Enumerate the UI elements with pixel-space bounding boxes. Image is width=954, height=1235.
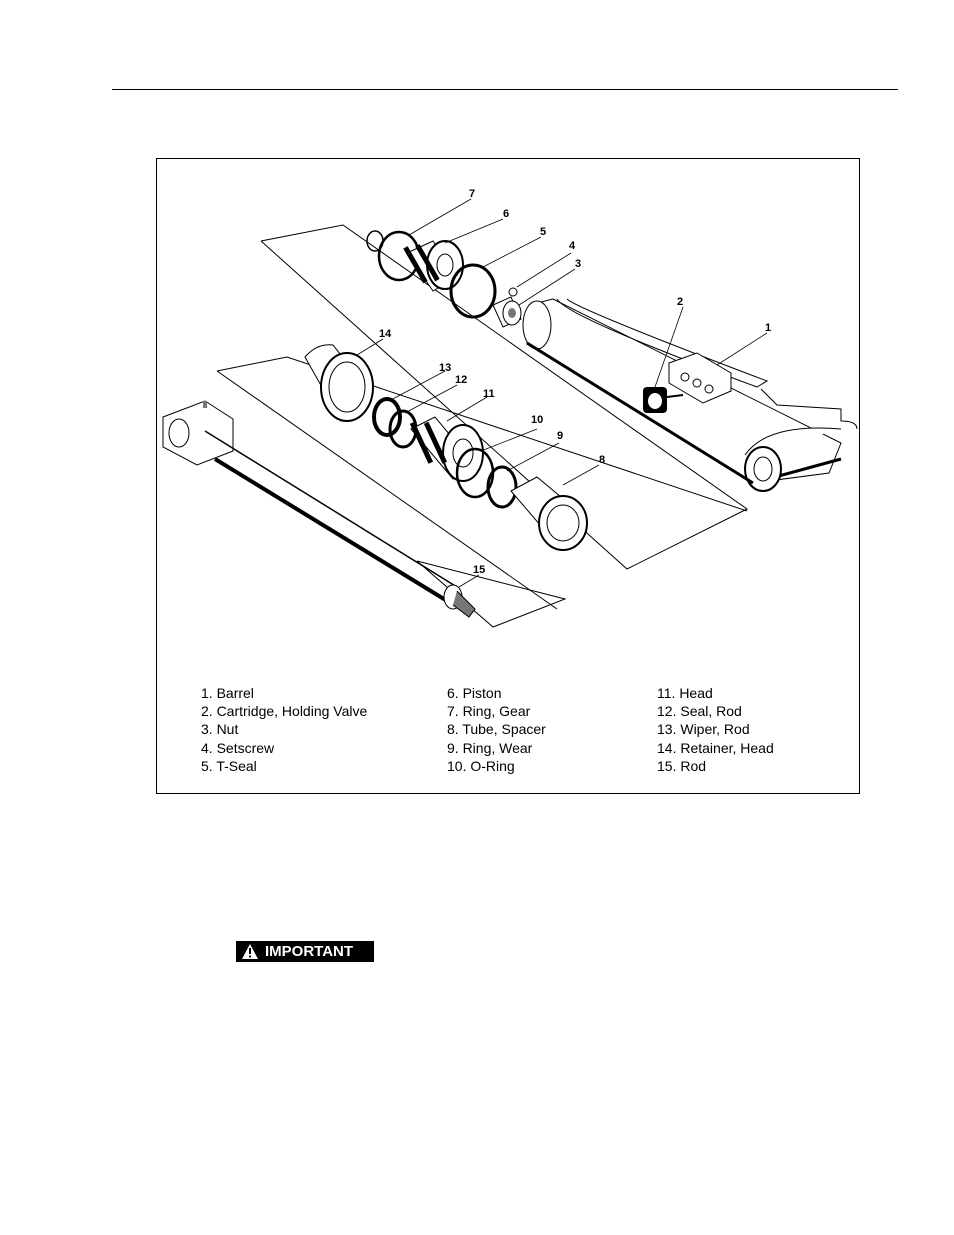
legend-item: 1. Barrel xyxy=(201,684,367,702)
legend-item: 4. Setscrew xyxy=(201,739,367,757)
callout-14: 14 xyxy=(379,328,392,340)
barrel-part xyxy=(523,299,857,491)
legend-item: 15. Rod xyxy=(657,757,774,775)
head-retainer-part xyxy=(305,345,373,421)
setscrew-part xyxy=(509,288,517,296)
callout-11: 11 xyxy=(483,388,495,400)
callout-6: 6 xyxy=(503,208,509,220)
legend-item: 6. Piston xyxy=(447,684,546,702)
piston-part xyxy=(403,241,463,291)
wiper-rod-part xyxy=(374,399,400,435)
callout-5: 5 xyxy=(540,226,546,238)
legend-column-1: 1. Barrel 2. Cartridge, Holding Valve 3.… xyxy=(201,684,367,775)
legend-item: 13. Wiper, Rod xyxy=(657,720,774,738)
legend-item: 14. Retainer, Head xyxy=(657,739,774,757)
callout-12: 12 xyxy=(455,374,467,386)
callout-9: 9 xyxy=(557,430,563,442)
important-label: IMPORTANT xyxy=(265,943,353,960)
legend-item: 2. Cartridge, Holding Valve xyxy=(201,702,367,720)
legend-item: 12. Seal, Rod xyxy=(657,702,774,720)
callout-15: 15 xyxy=(473,564,485,576)
callout-4: 4 xyxy=(569,240,576,252)
legend-column-3: 11. Head 12. Seal, Rod 13. Wiper, Rod 14… xyxy=(657,684,774,775)
t-seal-part xyxy=(451,265,495,317)
callout-7: 7 xyxy=(469,188,475,200)
callout-2: 2 xyxy=(677,296,683,308)
callout-3: 3 xyxy=(575,258,581,270)
legend-item: 5. T-Seal xyxy=(201,757,367,775)
legend-item: 7. Ring, Gear xyxy=(447,702,546,720)
legend-item: 9. Ring, Wear xyxy=(447,739,546,757)
callout-10: 10 xyxy=(531,414,543,426)
legend-item: 8. Tube, Spacer xyxy=(447,720,546,738)
spacer-tube-part xyxy=(511,477,587,550)
nut-part xyxy=(493,297,521,327)
legend-item: 3. Nut xyxy=(201,720,367,738)
warning-triangle-icon xyxy=(242,944,258,959)
exploded-view-figure: 7 6 5 4 3 2 1 8 9 10 11 12 13 14 15 1. B… xyxy=(156,158,860,794)
wear-ring-part xyxy=(488,467,516,507)
important-notice-badge: IMPORTANT xyxy=(236,941,374,962)
callout-8: 8 xyxy=(599,454,605,466)
callout-1: 1 xyxy=(765,322,771,334)
callout-13: 13 xyxy=(439,362,451,374)
header-rule xyxy=(112,89,898,90)
legend-column-2: 6. Piston 7. Ring, Gear 8. Tube, Spacer … xyxy=(447,684,546,775)
legend-item: 11. Head xyxy=(657,684,774,702)
legend-item: 10. O-Ring xyxy=(447,757,546,775)
